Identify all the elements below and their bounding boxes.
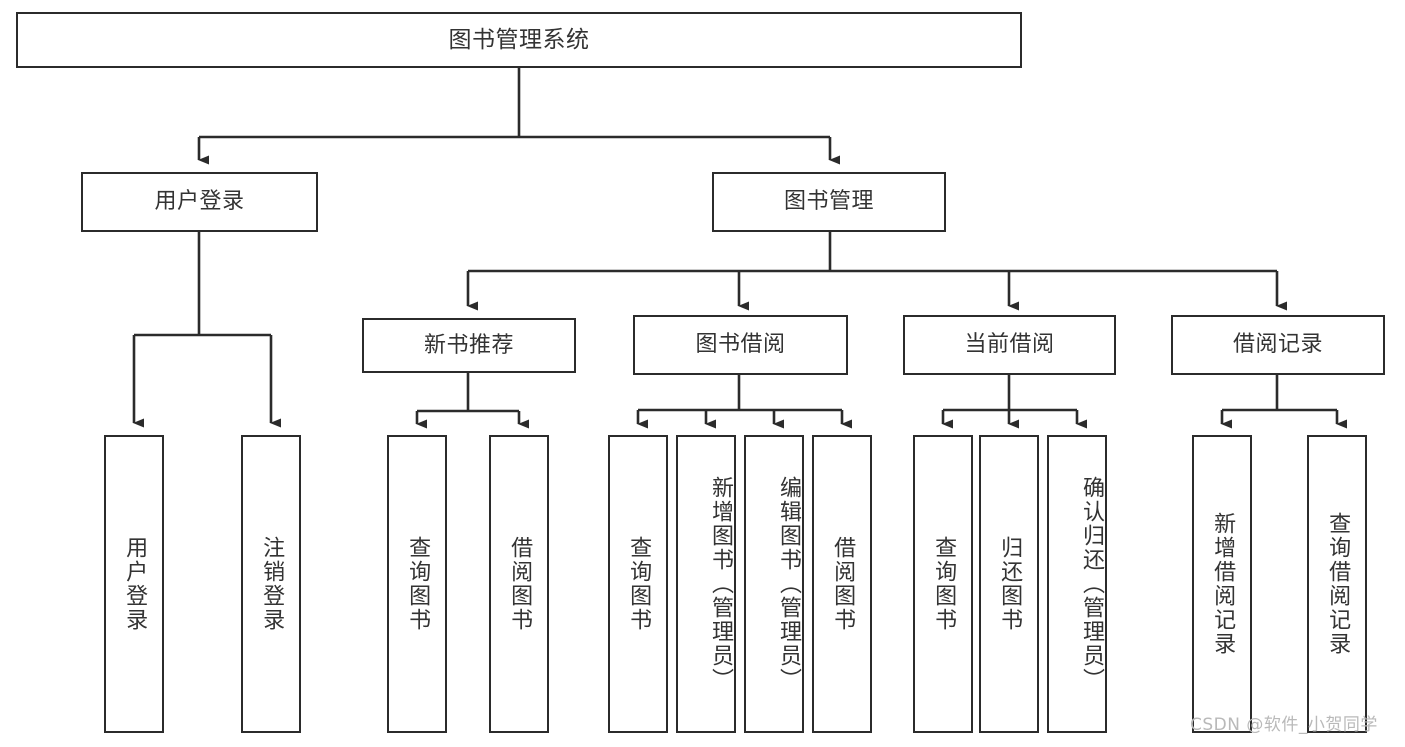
leaf-borrow-edit-book-admin[interactable]: 编辑图书（管理员） xyxy=(744,435,804,733)
leaf-user-login-login[interactable]: 用户登录 xyxy=(104,435,164,733)
leaf-current-return-book[interactable]: 归还图书 xyxy=(979,435,1039,733)
node-book-management[interactable]: 图书管理 xyxy=(712,172,946,232)
node-new-book-recommend[interactable]: 新书推荐 xyxy=(362,318,576,373)
node-book-borrow[interactable]: 图书借阅 xyxy=(633,315,848,375)
node-root-system[interactable]: 图书管理系统 xyxy=(16,12,1022,68)
node-current-borrow[interactable]: 当前借阅 xyxy=(903,315,1116,375)
leaf-record-query-record[interactable]: 查询借阅记录 xyxy=(1307,435,1367,733)
leaf-current-confirm-return-admin[interactable]: 确认归还（管理员） xyxy=(1047,435,1107,733)
leaf-user-login-logout[interactable]: 注销登录 xyxy=(241,435,301,733)
leaf-borrow-add-book-admin[interactable]: 新增图书（管理员） xyxy=(676,435,736,733)
watermark-csdn: CSDN @软件_小贺同学 xyxy=(1190,715,1378,735)
leaf-borrow-borrow-book[interactable]: 借阅图书 xyxy=(812,435,872,733)
leaf-record-add-record[interactable]: 新增借阅记录 xyxy=(1192,435,1252,733)
leaf-recommend-borrow-book[interactable]: 借阅图书 xyxy=(489,435,549,733)
node-user-login[interactable]: 用户登录 xyxy=(81,172,318,232)
node-borrow-record[interactable]: 借阅记录 xyxy=(1171,315,1385,375)
leaf-current-query-book[interactable]: 查询图书 xyxy=(913,435,973,733)
leaf-recommend-query-book[interactable]: 查询图书 xyxy=(387,435,447,733)
leaf-borrow-query-book[interactable]: 查询图书 xyxy=(608,435,668,733)
